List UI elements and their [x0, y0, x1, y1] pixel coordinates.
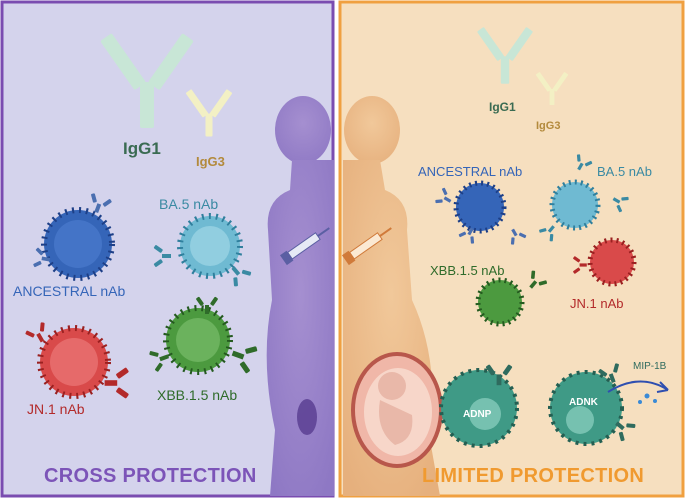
mip-arrow-icon [607, 380, 669, 404]
virus-xbb-right [475, 277, 525, 327]
igg3-label-right: IgG3 [536, 120, 561, 132]
virus-ancestral-right [453, 180, 507, 234]
ba5-label-right: BA.5 nAb [597, 164, 652, 179]
ancestral-label-left: ANCESTRAL nAb [13, 283, 126, 299]
right-panel-title: LIMITED PROTECTION [422, 465, 645, 487]
adnp-label: ADNP [463, 409, 492, 420]
jn1-label-left: JN.1 nAb [27, 401, 85, 417]
virus-ba5-left [177, 213, 243, 279]
virus-jn1-left [37, 325, 111, 399]
ba5-label-left: BA.5 nAb [159, 196, 219, 212]
igg1-label-right: IgG1 [489, 100, 516, 114]
virus-xbb-left [163, 305, 233, 375]
ancestral-label-right: ANCESTRAL nAb [418, 164, 523, 179]
igg3-label-left: IgG3 [196, 154, 225, 169]
virus-jn1-right [587, 237, 637, 287]
adnk-cell-icon [548, 370, 624, 446]
jn1-label-right: JN.1 nAb [570, 296, 624, 311]
left-panel-title: CROSS PROTECTION [44, 465, 257, 487]
xbb-label-left: XBB.1.5 nAb [157, 387, 238, 403]
syringe-icon-right [341, 227, 392, 266]
igg1-label-left: IgG1 [123, 139, 161, 158]
virus-ancestral-left [41, 207, 115, 281]
adnp-cell-icon [439, 368, 519, 448]
syringe-icon-left [279, 227, 330, 266]
xbb-label-right: XBB.1.5 nAb [430, 263, 505, 278]
mip-label: MIP-1B [633, 361, 667, 372]
woman-silhouette-left [266, 96, 334, 496]
adnk-label: ADNK [569, 397, 598, 408]
womb-fetus [351, 352, 443, 468]
virus-ba5-right [549, 179, 601, 231]
